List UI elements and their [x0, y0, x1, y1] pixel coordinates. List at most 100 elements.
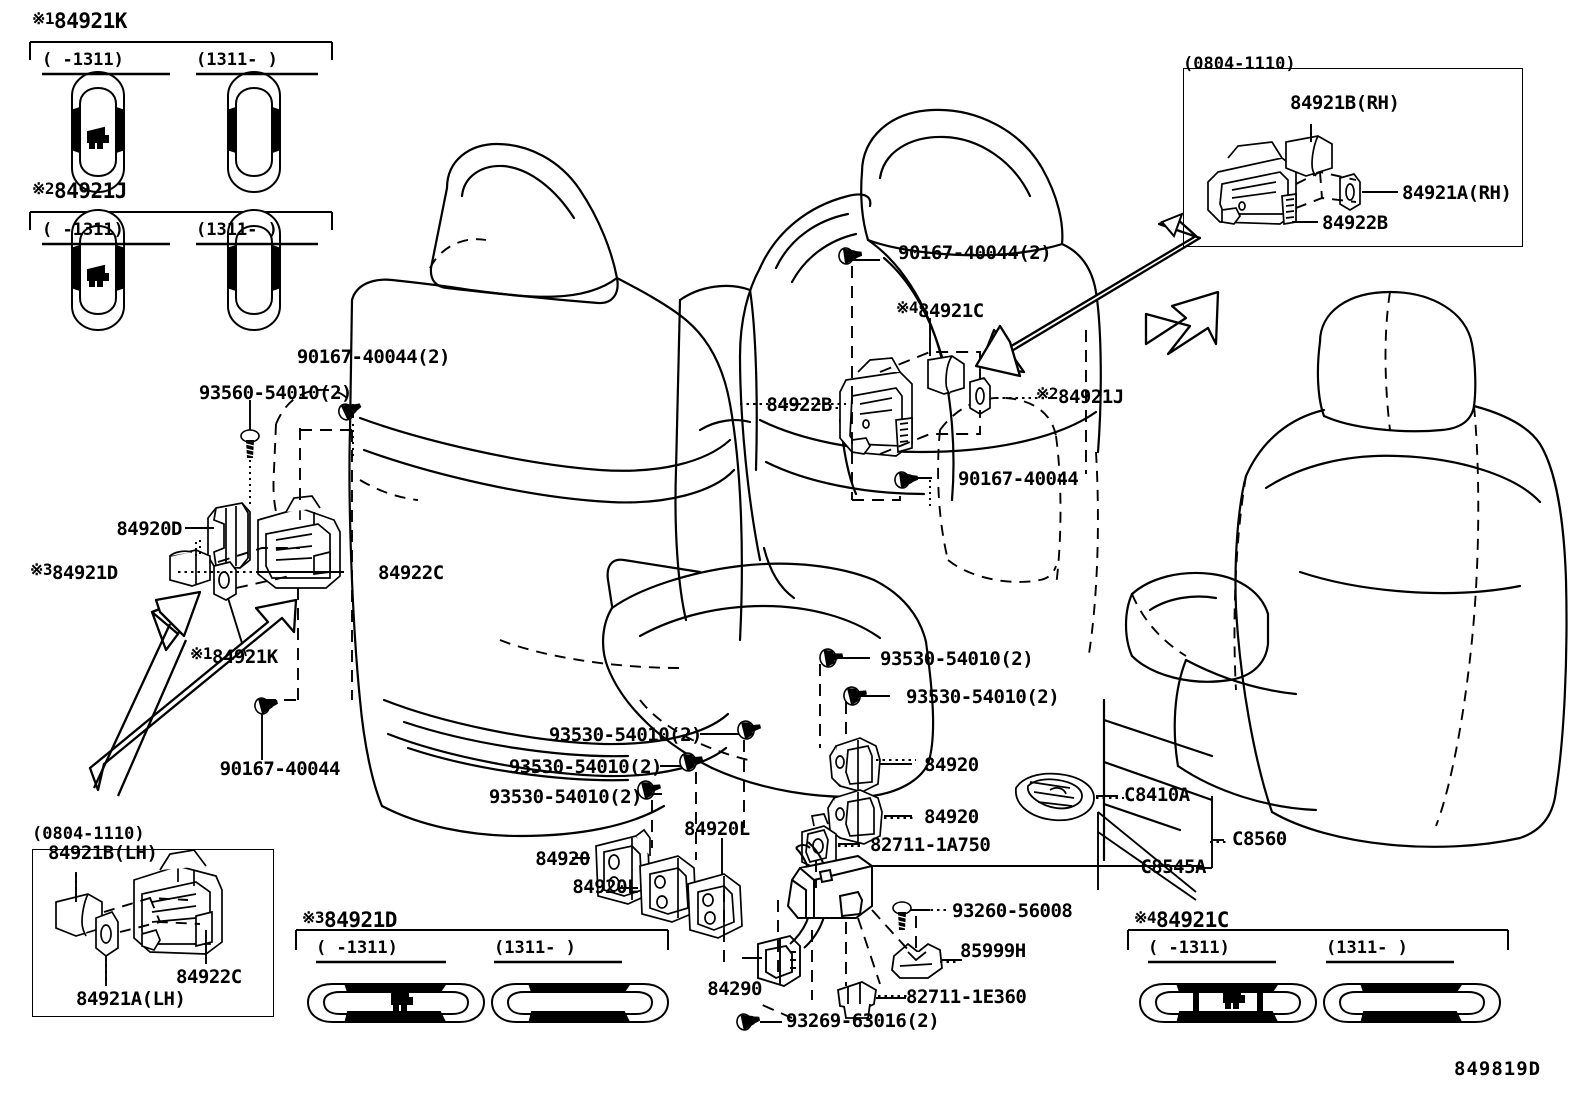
callout-90167-40044-center-low: 90167-40044: [958, 468, 1079, 490]
callout-84921j-code: 84921J: [1058, 386, 1124, 408]
part-84921c: [927, 355, 965, 395]
callout-84922b: 84922B: [766, 394, 832, 416]
arrow-heads: [154, 324, 1022, 638]
inset-bl-label-84921b: 84921B(LH): [48, 842, 158, 864]
mark-star-1: ※1: [32, 9, 55, 28]
legend-switch-icons: [71, 70, 1502, 1023]
callout-84920-bracket: 84920: [535, 848, 590, 870]
inset-tr-parts: [1207, 135, 1361, 225]
bolt-93530-54010-a: [817, 645, 846, 670]
part-82711-1e360: [837, 981, 877, 1019]
mark-star-1b: ※1: [190, 644, 213, 663]
inset-tr-label-84921b: 84921B(RH): [1290, 92, 1400, 114]
legend-range-underlines: [42, 72, 1454, 964]
legend-range-84921d-a: ( -1311): [316, 938, 398, 958]
inset-box-bottom-left: [32, 849, 274, 1017]
part-82711-1a750: [801, 813, 837, 871]
small-arrow-glyph: [1160, 212, 1184, 238]
part-stems-dotted: [195, 424, 931, 556]
part-84922b: [839, 357, 913, 457]
mark-star-4: ※4: [896, 298, 919, 317]
callout-93530-54010-a: 93530-54010(2): [880, 648, 1034, 670]
arrow-tail-left: [92, 623, 188, 797]
legend-code-84921d: 84921D: [324, 908, 397, 932]
callout-90167-40044-center-top: 90167-40044(2): [898, 242, 1052, 264]
mark-star-3b: ※3: [302, 908, 325, 927]
part-84920-bracket-a: [595, 828, 651, 905]
screw-93560-54010: [240, 429, 260, 459]
legend-range-84921c-a: ( -1311): [1148, 938, 1230, 958]
part-c8545a-ecu: [786, 854, 873, 919]
callout-84921k: ※184921K: [190, 644, 278, 668]
callout-84921j: ※284921J: [1036, 384, 1124, 408]
callout-84920l-lower: 84920L: [572, 876, 638, 898]
mark-star-2: ※2: [32, 179, 55, 198]
part-84922c: [257, 495, 341, 589]
legend-range-84921j-b: (1311- ): [196, 220, 278, 240]
inset-tr-label-84922b: 84922B: [1322, 212, 1388, 234]
legend-header-84921k: ※184921K: [32, 9, 127, 33]
callout-93530-54010-e: 93530-54010(2): [488, 786, 643, 808]
legend-code-84921c: 84921C: [1156, 908, 1229, 932]
inset-tr-range: (0804-1110): [1183, 54, 1296, 74]
callout-84921c-code: 84921C: [918, 300, 984, 322]
callout-93560-54010: 93560-54010(2): [198, 382, 353, 404]
part-84290: [757, 934, 801, 988]
inset-bl-parts: [55, 849, 223, 958]
seat-left-illustration: [348, 142, 743, 838]
callout-84920d: 84920D: [116, 518, 182, 540]
part-84920-upper: [829, 737, 881, 793]
callout-84921c: ※484921C: [896, 298, 984, 322]
legend-header-84921d: ※384921D: [302, 908, 397, 932]
seat-right-hidden-lines: [1131, 291, 1480, 827]
mark-star-2b: ※2: [1036, 384, 1059, 403]
part-c8410a-key: [1015, 772, 1095, 822]
part-84920l-bracket-b: [687, 873, 743, 939]
part-85999h: [891, 942, 943, 979]
callout-84922c: 84922C: [378, 562, 444, 584]
inset-box-top-right: [1183, 68, 1523, 247]
inset-tr-leaders-dotted: [1294, 126, 1320, 223]
callout-84921d-code: 84921D: [52, 562, 118, 584]
callout-93530-54010-b: 93530-54010(2): [906, 686, 1060, 708]
inset-tr-dashes: [1295, 170, 1357, 209]
legend-range-84921d-b: (1311- ): [494, 938, 576, 958]
callout-84921d: ※384921D: [30, 560, 118, 584]
callout-84920-upper: 84920: [924, 754, 979, 776]
bolt-93269-63016: [734, 1010, 763, 1033]
legend-range-84921c-b: (1311- ): [1326, 938, 1408, 958]
callout-c8545a: C8545A: [1140, 856, 1206, 878]
callout-82711-1e360: 82711-1E360: [906, 986, 1027, 1008]
legend-header-84921c: ※484921C: [1134, 908, 1229, 932]
mark-star-4b: ※4: [1134, 908, 1157, 927]
bolt-93530-54010-c: [735, 716, 764, 742]
inset-bl-label-84922c: 84922C: [176, 966, 242, 988]
part-84921k: [213, 561, 237, 601]
inset-bl-range: (0804-1110): [32, 824, 145, 844]
callout-84920-lower: 84920: [924, 806, 979, 828]
callout-93269-63016: 93269-63016(2): [786, 1010, 940, 1032]
leader-lines-solid: [185, 259, 1224, 1023]
callout-84921k-code: 84921K: [212, 646, 278, 668]
callout-93530-54010-c: 93530-54010(2): [548, 724, 703, 746]
mark-star-3: ※3: [30, 560, 53, 579]
seat-center-hidden-lines: [499, 396, 1099, 761]
seat-center-illustration: [601, 108, 1102, 798]
assembly-dash-lines: [217, 266, 1087, 1019]
bolt-90167-40044-center-low: [893, 469, 920, 490]
legend-range-84921k-a: ( -1311): [42, 50, 124, 70]
bolt-90167-40044-left-lower: [252, 693, 281, 717]
legend-header-84921j: ※284921J: [32, 179, 127, 203]
callout-93530-54010-d: 93530-54010(2): [508, 756, 663, 778]
legend-code-84921k: 84921K: [54, 9, 127, 33]
callout-90167-40044-left-top: 90167-40044(2): [296, 346, 451, 368]
callout-85999h: 85999H: [960, 940, 1026, 962]
inset-bl-label-84921a: 84921A(LH): [76, 988, 186, 1010]
seat-right-illustration: [1102, 290, 1568, 862]
bolt-90167-40044-center-top: [837, 245, 864, 266]
legend-range-84921k-b: (1311- ): [196, 50, 278, 70]
callout-84920l-upper: 84920L: [684, 818, 750, 840]
inset-bl-dashes: [103, 897, 201, 933]
